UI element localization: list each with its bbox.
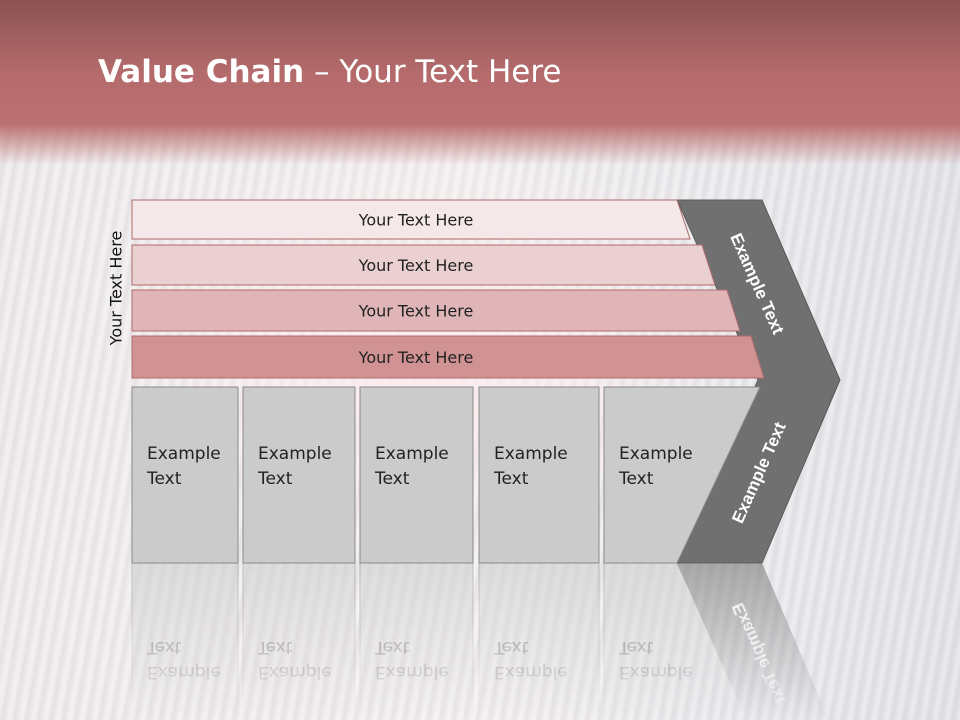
box-2	[242, 386, 356, 564]
box-label-line1-4: Example	[494, 444, 568, 464]
box-label-line1-1: Example	[147, 444, 221, 464]
reflection-box-4	[478, 562, 600, 720]
reflection-box-label-line2-4: Text	[493, 637, 529, 657]
header-band	[0, 0, 960, 165]
bar-1	[131, 199, 691, 240]
bar-4	[131, 335, 765, 379]
reflection-box-1	[131, 562, 239, 720]
reflection-box-label-line2-2: Text	[257, 637, 293, 657]
reflection-box-label-line1-1: Example	[147, 662, 221, 682]
box-label-line1-2: Example	[258, 444, 332, 464]
bar-label-2: Your Text Here	[358, 256, 474, 275]
bar-label-3: Your Text Here	[358, 302, 474, 321]
reflection-box-label-line1-4: Example	[494, 662, 568, 682]
reflection-box-label-line2-3: Text	[374, 637, 410, 657]
slide-title: Value Chain – Your Text Here	[98, 54, 561, 90]
bar-2	[131, 244, 716, 286]
bar-3	[131, 289, 741, 332]
title-rest: – Your Text Here	[304, 54, 562, 90]
reflection-box-label-line2-5: Text	[618, 637, 654, 657]
reflection-chevron	[677, 563, 829, 720]
reflection-box-2	[242, 562, 356, 720]
reflection-box-label-line1-2: Example	[258, 662, 332, 682]
box-label-line2-3: Text	[374, 469, 410, 489]
box-label-line2-2: Text	[257, 469, 293, 489]
box-label-line1-3: Example	[375, 444, 449, 464]
box-1	[131, 386, 239, 564]
box-3	[359, 386, 474, 564]
box-label-line2-4: Text	[493, 469, 529, 489]
box-4	[478, 386, 600, 564]
reflection-box-label-line1-5: Example	[619, 662, 693, 682]
box-label-line2-5: Text	[618, 469, 654, 489]
box-label-line1-5: Example	[619, 444, 693, 464]
bar-label-1: Your Text Here	[358, 211, 474, 230]
reflection-box-label-line2-1: Text	[146, 637, 182, 657]
bar-label-4: Your Text Here	[358, 348, 474, 367]
reflection-box-3	[359, 562, 474, 720]
reflection-box-label-line1-3: Example	[375, 662, 449, 682]
title-bold: Value Chain	[98, 54, 305, 90]
box-label-line2-1: Text	[146, 469, 182, 489]
